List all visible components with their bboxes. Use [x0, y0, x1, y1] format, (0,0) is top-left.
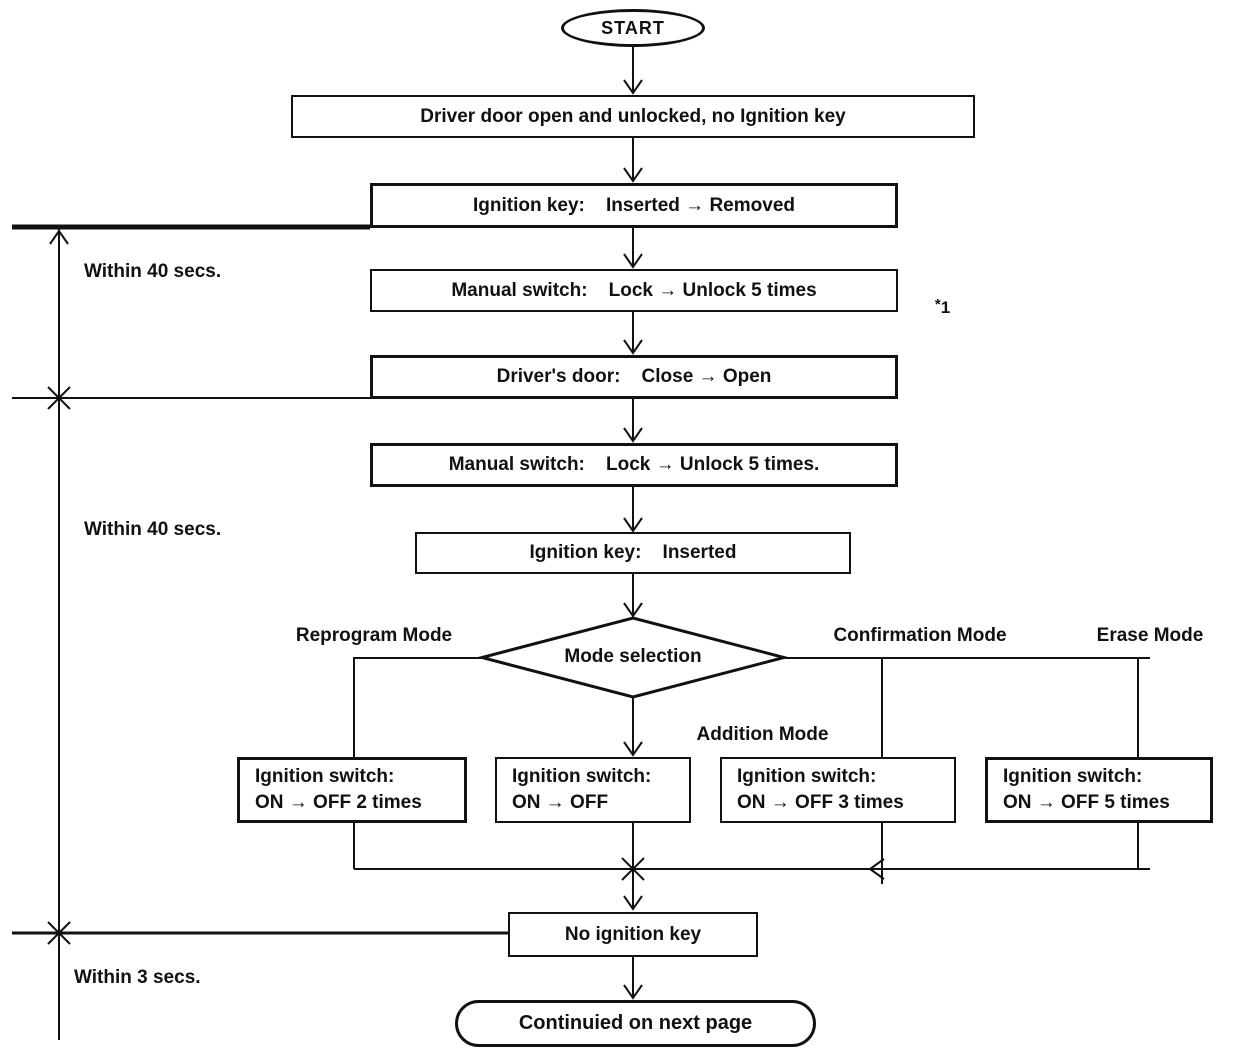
mode-box-confirmation-line2: ON → OFF 3 times — [737, 792, 904, 813]
footnote-number: 1 — [940, 298, 951, 317]
step-key-removed-label: Ignition key: Inserted → Removed — [472, 194, 795, 216]
merge-cross-icon — [621, 857, 645, 881]
label-confirmation-mode: Confirmation Mode — [833, 625, 1007, 646]
timing-label-2: Within 40 secs. — [84, 519, 222, 540]
step-key-inserted-label: Ignition key: Inserted — [529, 542, 737, 564]
end-label: Continuied on next page — [518, 1012, 753, 1034]
step-driver-door-label: Driver door open and unlocked, no Igniti… — [420, 105, 846, 127]
merge-connectors — [353, 823, 1150, 884]
mode-box-reprogram-line2: ON → OFF 2 times — [255, 792, 422, 813]
step-manual-switch-2-label: Manual switch: Lock → Unlock 5 times. — [448, 454, 820, 476]
no-ignition-key-label: No ignition key — [564, 923, 702, 945]
start-label: START — [601, 17, 665, 38]
mode-box-reprogram-line1: Ignition switch: — [255, 766, 395, 787]
mode-box-reprogram: Ignition switch: ON → OFF 2 times — [237, 757, 467, 823]
timing-label-1: Within 40 secs. — [84, 261, 222, 282]
merge-arrowhead-icon — [868, 858, 885, 880]
timing-label-3: Within 3 secs. — [74, 967, 201, 988]
mode-box-erase-line1: Ignition switch: — [1003, 766, 1143, 787]
label-reprogram-mode: Reprogram Mode — [295, 625, 453, 646]
bracket-cross-icon — [47, 386, 71, 410]
main-flow-connectors — [623, 46, 643, 1000]
mode-box-confirmation: Ignition switch: ON → OFF 3 times — [720, 757, 956, 823]
start-terminator: START — [561, 9, 705, 47]
mode-selection-diamond — [476, 616, 790, 699]
branch-connectors — [353, 657, 1150, 757]
mode-box-addition: Ignition switch: ON → OFF — [495, 757, 691, 823]
step-key-removed-box: Ignition key: Inserted → Removed — [370, 183, 898, 228]
step-manual-switch-1-label: Manual switch: Lock → Unlock 5 times — [451, 279, 817, 301]
footnote-marker: *1 — [916, 278, 950, 338]
footnote-star: * — [934, 296, 941, 313]
label-addition-mode: Addition Mode — [696, 724, 829, 745]
step-driver-door-box: Driver door open and unlocked, no Igniti… — [291, 95, 975, 138]
step-drivers-door-box: Driver's door: Close → Open — [370, 355, 898, 399]
mode-box-addition-line2: ON → OFF — [512, 792, 609, 813]
mode-box-addition-line1: Ignition switch: — [512, 766, 652, 787]
up-arrowhead-icon — [49, 229, 69, 245]
step-manual-switch-2-box: Manual switch: Lock → Unlock 5 times. — [370, 443, 898, 487]
mode-box-erase-line2: ON → OFF 5 times — [1003, 792, 1170, 813]
mode-box-confirmation-line1: Ignition switch: — [737, 766, 877, 787]
step-key-inserted-box: Ignition key: Inserted — [415, 532, 851, 574]
end-terminator: Continuied on next page — [455, 1000, 816, 1047]
timing-bracket — [12, 224, 508, 1040]
step-manual-switch-1-box: Manual switch: Lock → Unlock 5 times — [370, 269, 898, 312]
step-drivers-door-label: Driver's door: Close → Open — [496, 366, 772, 388]
mode-box-erase: Ignition switch: ON → OFF 5 times — [985, 757, 1213, 823]
bracket-cross-icon — [47, 921, 71, 945]
no-ignition-key-box: No ignition key — [508, 912, 758, 957]
mode-selection-label: Mode selection — [564, 646, 702, 667]
label-erase-mode: Erase Mode — [1096, 625, 1204, 646]
